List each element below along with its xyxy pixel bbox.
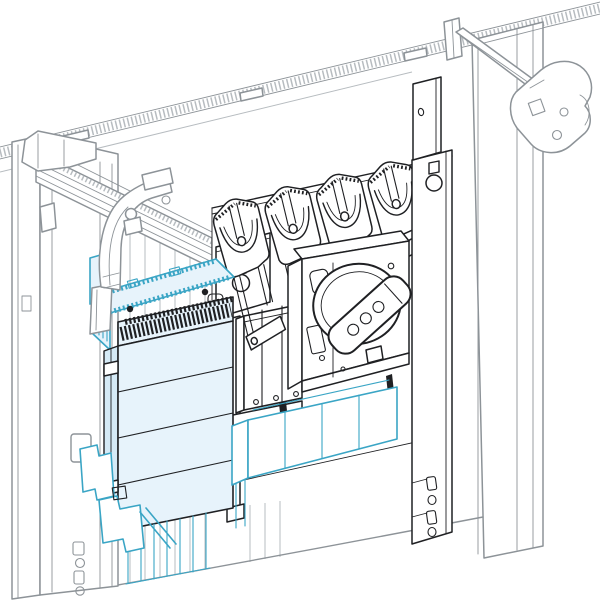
- keyhole-slot: [428, 160, 440, 175]
- support-clamp-right: [455, 27, 593, 154]
- support-bracket-left: [89, 167, 174, 335]
- cap-hook: [39, 202, 57, 233]
- rail-end-cap: [443, 17, 463, 61]
- busbar-clips: [79, 444, 177, 553]
- keyhole-icon: [425, 174, 443, 192]
- cover-clip: [103, 360, 119, 377]
- terminal-shield: [231, 374, 398, 486]
- busbar-strips: [125, 479, 246, 585]
- handle-lever: [327, 275, 412, 355]
- terminal-spreader: [212, 198, 287, 351]
- corner-cap: [21, 130, 97, 233]
- rotary-handle: [312, 262, 412, 364]
- channel-hole-column: [425, 476, 438, 538]
- channel-post: [412, 76, 442, 161]
- handle-tab: [365, 345, 384, 364]
- mounting-channel-right: [411, 76, 453, 545]
- upright-hole-column: [72, 541, 86, 596]
